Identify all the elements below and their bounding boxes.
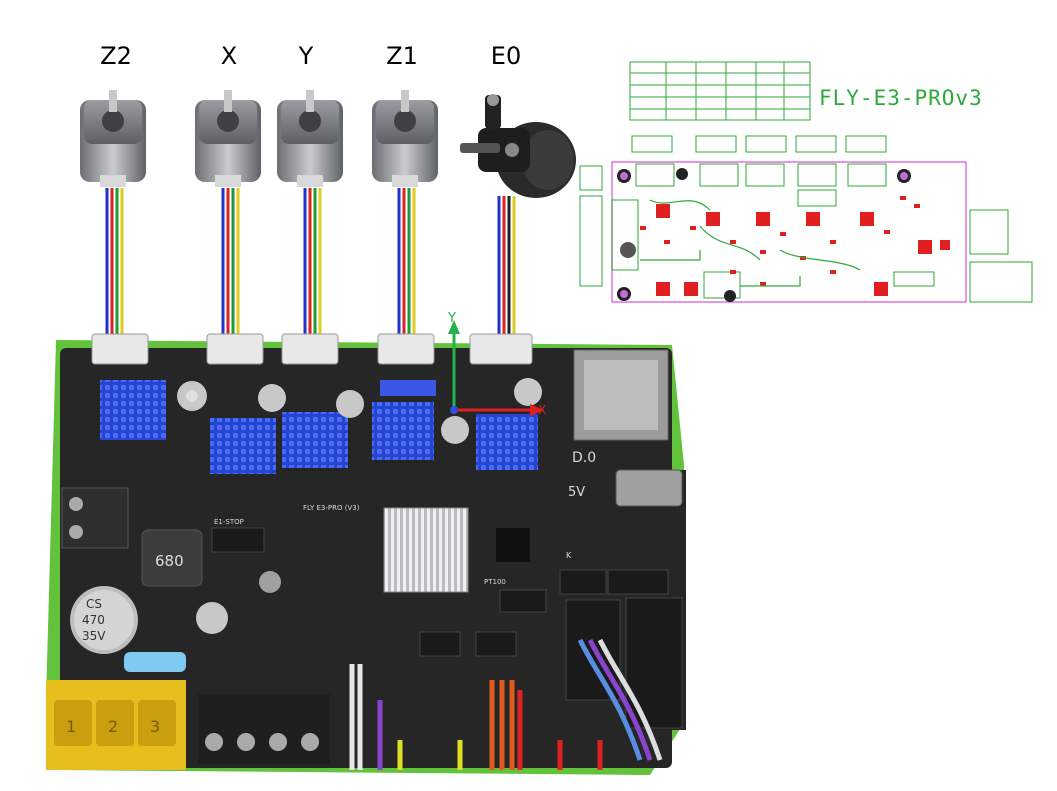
sd-card-slot [573, 349, 669, 441]
silk-5v: 5V [568, 485, 585, 500]
mcu-heatsink [383, 507, 469, 593]
wires-e0 [497, 196, 516, 336]
power-terminal [61, 487, 129, 549]
cap-line-3: 35V [82, 629, 106, 643]
motor-connectors [91, 333, 533, 365]
motor-label-z1: Z1 [386, 42, 418, 70]
cap-line-2: 470 [82, 613, 105, 627]
terminal-num-1: 1 [66, 717, 76, 736]
terminal-num-2: 2 [108, 717, 118, 736]
silk-board-name: FLY E3-PRO (V3) [303, 504, 360, 512]
inductor: 680 [141, 529, 203, 587]
stepper-motor-x [195, 90, 261, 187]
axis-y-label: Y [447, 311, 456, 326]
usb-port [615, 469, 683, 507]
silk-k: K [566, 551, 572, 560]
heater-terminal: 1 2 3 [46, 680, 186, 770]
motor-label-z2: Z2 [100, 42, 132, 70]
driver-chip [496, 528, 530, 562]
silk-pt100: PT100 [484, 578, 506, 586]
thermistor-terminal [198, 694, 330, 764]
stepper-motor-z1 [372, 90, 438, 187]
stepper-motor-z2 [80, 90, 146, 187]
pcb-layout-title: FLY-E3-PROv3 [819, 86, 983, 110]
wires-z2 [105, 188, 124, 336]
wires-z1 [397, 188, 416, 336]
pcb-outline [611, 161, 967, 303]
pcb-layout-diagram [579, 61, 1033, 303]
main-capacitor: CS 470 35V [70, 586, 138, 654]
silk-endstop: E1-STOP [214, 518, 244, 526]
silk-d0: D.0 [572, 450, 596, 466]
driver-connector-boxes [579, 135, 1033, 303]
terminal-num-3: 3 [150, 717, 160, 736]
extruder-motor-e0 [460, 94, 576, 198]
axis-x-label: X [538, 403, 546, 417]
inductor-label: 680 [155, 552, 184, 570]
fly-e3-pro-v3-board: CS 470 35V 680 [46, 311, 686, 775]
motor-label-e0: E0 [490, 42, 522, 70]
pin-mapping-table [629, 61, 811, 121]
stepper-motor-y [277, 90, 343, 187]
wires-y [303, 188, 322, 336]
motor-label-y: Y [298, 42, 314, 70]
mounting-holes [617, 168, 911, 302]
pcb-traces [640, 199, 861, 287]
fuse [124, 652, 186, 672]
cap-line-1: CS [86, 597, 102, 611]
motor-label-x: X [220, 42, 238, 70]
stepper-heatsinks [100, 380, 538, 474]
axis-indicator: Y X [447, 311, 546, 417]
capacitors [177, 378, 542, 634]
driver-chips-layout [640, 196, 950, 296]
wires-x [221, 188, 240, 336]
bottom-wires [349, 638, 663, 770]
